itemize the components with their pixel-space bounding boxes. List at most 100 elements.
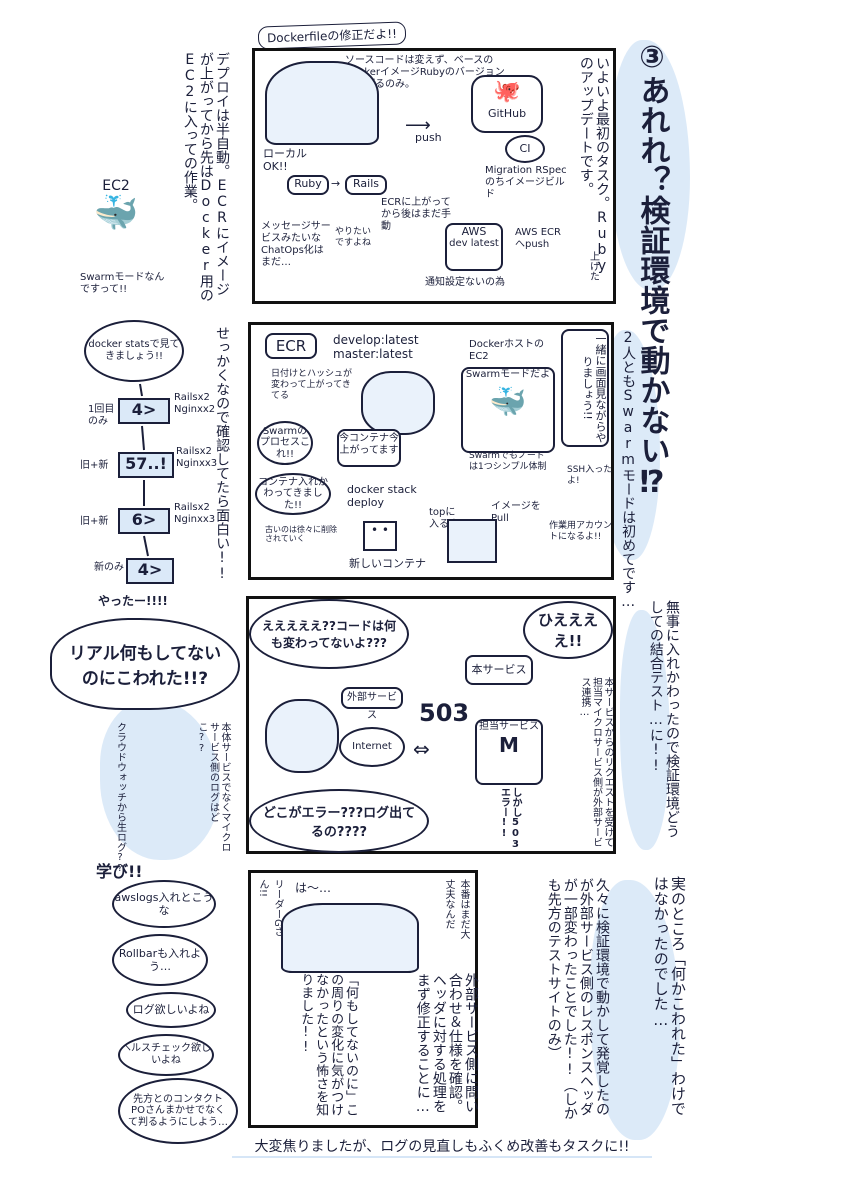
learn-bubble-3-text: ログ欲しいよね [132, 1003, 210, 1017]
container-stack-icon [447, 519, 497, 563]
now-speech: 今コンテナ今上がってます [337, 429, 401, 467]
step-box-3: 6> [118, 508, 170, 534]
status-503-label: 503 [419, 699, 470, 727]
ec2-illustration: EC2 🐳 [70, 178, 162, 268]
aws-dev-box: AWS dev latest [445, 223, 503, 271]
swarm-label: Swarmモードだよ [465, 369, 551, 380]
old-removed-note: 古いのは徐々に削除されていく [265, 525, 337, 544]
sigh-text: は〜… [295, 881, 332, 895]
p2-side-note: せっかくなので確認してたら面白い!! [214, 326, 231, 582]
ecr-manual-note: ECRに上がってから後はまだ手動 [381, 197, 451, 232]
worried-engineer-figure [265, 699, 339, 773]
date-hash-note: 日付けとハッシュが変わって上がってきてる [271, 369, 353, 401]
learn-bubble-5-text: 先方とのコンタクトPOさんまかせでなくて判るようにしよう… [128, 1093, 228, 1128]
yatta-text: やったー!!!! [98, 594, 168, 608]
ec2-whale-icon: 🐳 [93, 193, 139, 234]
chatops-note: メッセージサービスみたいなChatOps化はまだ… [261, 221, 331, 268]
where-error-burst: どこがエラー???ログ出てるの???? [249, 789, 429, 853]
p1-side-note: デプロイは半自動。ECRにイメージが上がってから先はDocker用のEC2に入っ… [181, 52, 230, 302]
rails-box: Rails [345, 175, 387, 195]
workacct-note: 作業用アカウントになるよ!! [549, 521, 613, 542]
two-engineers-figure [281, 903, 419, 973]
ci-label: CI [519, 142, 531, 156]
ecr-box: ECR [265, 333, 317, 359]
wash-top-right [610, 40, 690, 290]
footer-summary: 大変焦りましたが、ログの見直しもふくめ改善もタスクに!! [232, 1136, 652, 1158]
terminal-face-icon: • • [363, 521, 397, 551]
honban-note: 本番はまだ大丈夫なんだ [443, 879, 469, 939]
learn-bubble-1: awslogs入れとこうな [112, 880, 216, 928]
pull-note: イメージをPull [491, 501, 541, 524]
aws-ecr-push-note: AWS ECRへpush [515, 227, 561, 250]
narration-far: 「何もしてないのに」この周りの変化に気がつけなかったという怖さを知りました!! [298, 973, 358, 1116]
shout-left-burst: リアル何もしてないのにこわれた!!? [50, 618, 240, 710]
g-san-label: リーダーGさん!! [257, 879, 283, 937]
log-where-q: 本体サービスでなくマイクロサービス側のログはどこ?? [196, 722, 230, 852]
wash-panel3-right [620, 610, 670, 850]
docker-host-label: DockerホストのEC2 [469, 339, 545, 362]
narration-right: 実のところ「何かこわれた」わけではなかったのでした… [651, 876, 687, 1116]
swarm-ec2-box: Swarmモードだよ 🐳 [461, 367, 555, 453]
container-bubble-text: コンテナ入れかわってきました!! [258, 476, 328, 511]
panel-2: ECR develop:latest master:latest 日付けとハッシ… [248, 322, 614, 580]
where-error-text: どこがエラー???ログ出てるの???? [262, 806, 416, 840]
learn-bubble-4-text: ヘルスチェック欲しいよね [121, 1043, 211, 1066]
step-note-3: Railsx2 Nginxx3 [174, 502, 216, 525]
step-label-3: 旧+新 [80, 516, 109, 527]
step-box-1: 4> [118, 398, 170, 424]
push-arrow-icon: ⟶ [405, 115, 431, 136]
panel-1: ソースコードは変えず、ベースのDockerイメージRubyのバージョンを上げるの… [252, 48, 616, 304]
p3-right-note: 無事に入れかわったので検証環境どうしての結合テスト…に!! [647, 600, 680, 838]
container-bubble: コンテナ入れかわってきました!! [255, 473, 331, 515]
github-label: GitHub [487, 107, 527, 120]
github-box: 🐙 GitHub [471, 75, 543, 133]
swarm-node-note: Swarmでもノードは1つシンプル体制 [469, 451, 547, 472]
charge-service-label: 担当サービス [479, 721, 539, 732]
shout-right-burst: ひええええ!! [523, 601, 613, 659]
p1-narration: いよいよ最初のタスク。Rubyのアップデートです。 [577, 56, 610, 274]
main-service-box: 本サービス [465, 655, 533, 685]
narration-mid: 久々に検証環境で動かして発覚したのが外部サービス側のレスポンスヘッダが一部変わっ… [545, 878, 610, 1120]
engineer-laptop-figure [265, 61, 379, 145]
wash-left-mid [100, 700, 220, 860]
panel-4: リーダーGさん!! は〜… 本番はまだ大丈夫なんだ 外部サービス側に問い合わせ＆… [248, 870, 479, 1128]
ssh-note: SSH入ったよ! [567, 465, 613, 486]
external-service-box: 外部サービス [341, 687, 403, 721]
p2-right-note: 2人ともSwarmモードは初めてです… [620, 330, 637, 610]
stats-bubble: docker statsで見てきましょう!! [84, 320, 184, 382]
narration-left: 外部サービス側に問い合わせ＆仕様を確認。ヘッダに対する処理をまず修正することに… [414, 973, 479, 1115]
step-label-4: 新のみ [94, 562, 124, 573]
panel-3: えええええ??コードは何も変わってないよ??? ひええええ!! 本サービス 外部… [246, 596, 616, 854]
ci-circle: CI [505, 135, 545, 163]
internet-label: Internet [352, 741, 392, 753]
stack-deploy-label: docker stack deploy [347, 483, 417, 510]
notify-note: 通知設定ないの為 [425, 277, 505, 288]
push-label: push [415, 131, 442, 144]
swarm-whale-icon: 🐳 [489, 385, 527, 420]
error-503-note: しかし503エラー!! [498, 787, 522, 850]
ec2-label: EC2 [102, 178, 130, 194]
together-speech: 一緒に画面見ながらやりましょう!! [561, 329, 609, 447]
top-note: topに入るよ [429, 507, 459, 530]
learn-bubble-4: ヘルスチェック欲しいよね [118, 1034, 214, 1076]
wash-bottom-right [590, 880, 680, 1140]
shout-top-burst: えええええ??コードは何も変わってないよ??? [249, 599, 409, 669]
cloudwatch-q: クラウドウォッチから生ログ?? [114, 722, 126, 874]
learn-bubble-1-text: awslogs入れとこうな [114, 890, 214, 917]
dev-latest-label: dev latest [449, 238, 499, 250]
process-bubble: Swarmのプロセスこれ!! [257, 421, 313, 465]
charge-service-box: 担当サービス M [475, 719, 543, 785]
learn-bubble-5: 先方とのコンタクトPOさんまかせでなくて判るようにしよう… [118, 1078, 238, 1144]
local-ok-label: ローカルOK!! [263, 147, 307, 174]
learned-title: 学び!! [96, 862, 143, 881]
service-m-label: M [499, 732, 519, 757]
shout-top-text: えええええ??コードは何も変わってないよ??? [262, 619, 396, 650]
p1-source-note: ソースコードは変えず、ベースのDockerイメージRubyのバージョンを上げるの… [345, 55, 505, 90]
learn-bubble-2-text: Rollbarも入れよう… [118, 946, 202, 973]
step-box-2: 57..! [118, 452, 174, 478]
flag-note: 上げた [587, 251, 599, 281]
step-label-2: 旧+新 [80, 460, 109, 471]
step-note-2: Railsx2 Nginxx3 [176, 446, 218, 469]
learn-bubble-2: Rollbarも入れよう… [112, 934, 208, 986]
